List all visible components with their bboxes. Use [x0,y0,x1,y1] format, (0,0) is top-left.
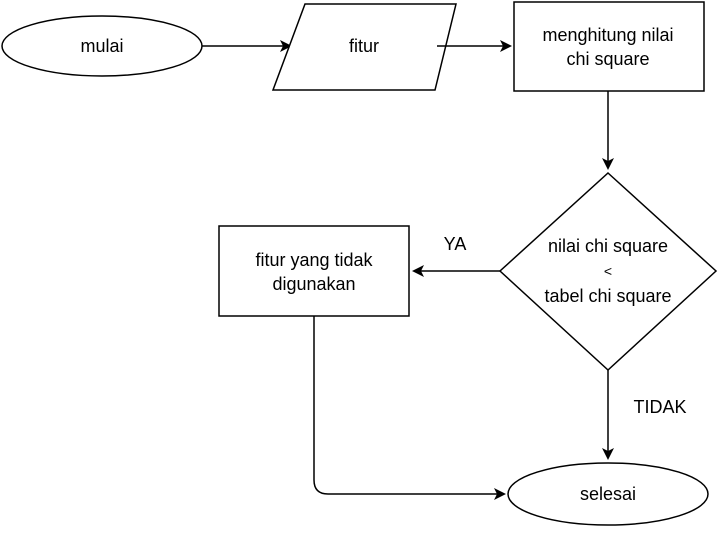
process-label-line1: menghitung nilai [542,25,673,45]
end-node: selesai [507,462,709,526]
unused-label-line2: digunakan [272,274,355,294]
process-label-line2: chi square [566,49,649,69]
decision-label-line1: nilai chi square [548,236,668,256]
decision-node: nilai chi square < tabel chi square [498,171,718,372]
end-label: selesai [580,484,636,504]
input-label: fitur [349,36,379,56]
edge-no-label: TIDAK [633,397,686,417]
edge-unused-to-end [313,316,506,500]
start-node: mulai [1,15,203,77]
decision-label-line2: < [604,263,612,279]
start-label: mulai [80,36,123,56]
input-node: fitur [271,3,457,91]
unused-label-line1: fitur yang tidak [255,250,373,270]
process-node: menghitung nilai chi square [513,1,705,92]
decision-label-line3: tabel chi square [544,286,671,306]
edge-yes-label: YA [444,234,467,254]
unused-node: fitur yang tidak digunakan [218,225,410,317]
